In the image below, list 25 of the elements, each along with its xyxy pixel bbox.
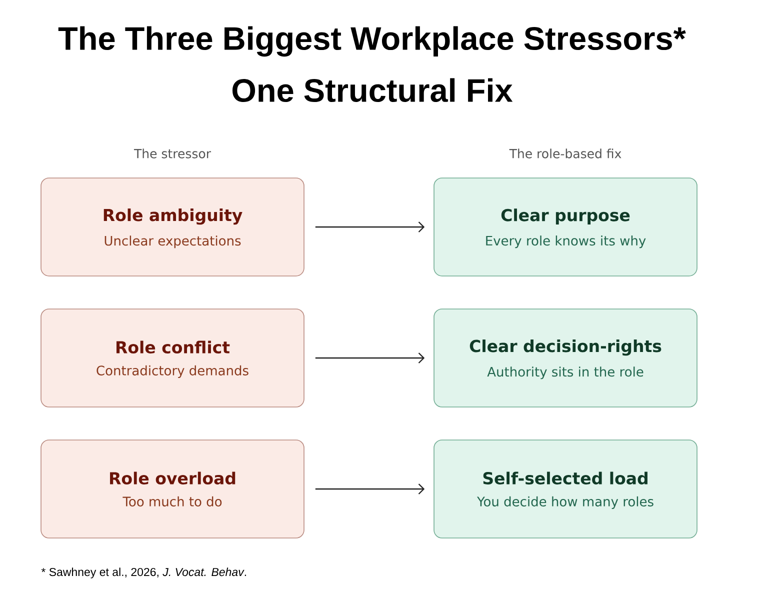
- card-title: Role conflict: [116, 340, 230, 354]
- arrow: [315, 484, 425, 494]
- card-title: Role ambiguity: [104, 208, 242, 225]
- card-subtitle: Authority sits in the role: [487, 366, 644, 380]
- fix-card: [434, 178, 698, 276]
- fix-card: [434, 308, 698, 408]
- stressor-card: [40, 178, 304, 276]
- card-subtitle: Every role knows its why: [486, 236, 646, 248]
- arrow: [315, 222, 425, 232]
- card-title: Role overload: [110, 472, 236, 484]
- arrow: [315, 352, 425, 364]
- stressor-card: [40, 308, 304, 408]
- card-title: Clear decision-rights: [470, 340, 662, 356]
- title: The Three Biggest Workplace Stressors* One Structural Fix: [58, 26, 686, 102]
- stressor-card: [40, 440, 304, 538]
- card-subtitle: You decide how many roles: [476, 496, 654, 509]
- card-subtitle: Contradictory demands: [96, 365, 248, 378]
- column-heading: The role-based fix: [509, 148, 622, 158]
- card-subtitle: Unclear expectations: [104, 236, 241, 248]
- footnote: * Sawhney et al., 2026, J. Vocat. Behav.: [41, 568, 246, 578]
- fix-card: [434, 440, 698, 538]
- column-heading: The stressor: [134, 148, 211, 158]
- card-title: Clear purpose: [501, 208, 630, 225]
- card-subtitle: Too much to do: [122, 496, 222, 506]
- card-title: Self-selected load: [483, 472, 648, 484]
